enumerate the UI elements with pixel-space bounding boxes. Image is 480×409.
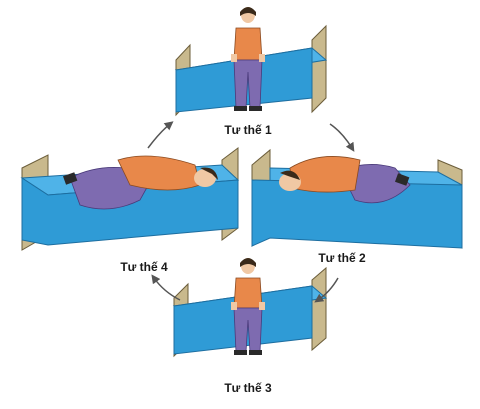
arrow-4-to-1	[147, 121, 174, 149]
position-1-label: Tư thế 1	[224, 123, 272, 137]
position-1-illustration	[174, 7, 328, 117]
arrow-2-to-3	[314, 277, 339, 303]
arrow-1-to-2	[329, 123, 355, 152]
position-4-illustration	[20, 147, 240, 251]
arrow-3-to-4	[151, 274, 181, 301]
shirt-icon	[233, 27, 263, 61]
position-2-label: Tư thế 2	[318, 251, 366, 265]
position-2-illustration	[251, 148, 463, 249]
position-3-illustration	[172, 258, 328, 358]
position-4-label: Tư thế 4	[120, 260, 168, 274]
position-3-label: Tư thế 3	[224, 381, 272, 395]
